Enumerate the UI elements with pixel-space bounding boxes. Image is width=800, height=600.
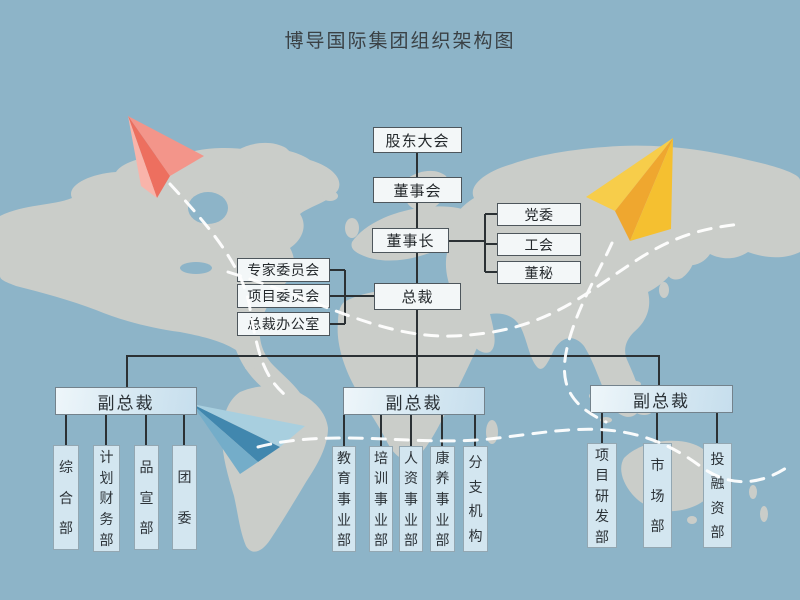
- yellow-paper-plane: [586, 138, 673, 241]
- red-paper-plane: [128, 116, 204, 198]
- node-hr-division: 人资事业部: [399, 446, 423, 552]
- island-new-zealand-south: [760, 506, 768, 522]
- island-new-zealand-north: [749, 485, 757, 499]
- island-tasmania: [687, 516, 697, 524]
- node-party-committee: 党委: [497, 203, 581, 226]
- node-board-secretary: 董秘: [497, 261, 581, 284]
- node-health-care-division: 康养事业部: [430, 446, 455, 552]
- node-general-affairs-dept: 综合部: [53, 445, 79, 550]
- node-brand-publicity-dept: 品宣部: [134, 445, 159, 550]
- node-president-office: 总裁办公室: [237, 312, 330, 336]
- node-project-committee: 项目委员会: [237, 284, 330, 308]
- node-investment-financing-dept: 投融资部: [703, 443, 732, 548]
- node-board-of-directors: 董事会: [373, 177, 462, 203]
- node-chairman: 董事长: [372, 228, 449, 253]
- node-president: 总裁: [374, 283, 461, 310]
- node-training-division: 培训事业部: [369, 446, 393, 552]
- node-expert-committee: 专家委员会: [237, 258, 330, 282]
- node-education-division: 教育事业部: [332, 446, 356, 552]
- node-marketing-dept: 市场部: [643, 443, 672, 548]
- node-vp-right: 副总裁: [590, 385, 733, 413]
- node-planning-finance-dept: 计划财务部: [93, 445, 120, 552]
- node-branch-offices: 分支机构: [463, 446, 488, 552]
- island-iceland: [322, 191, 338, 201]
- node-vp-left: 副总裁: [55, 387, 197, 415]
- page-title: 博导国际集团组织架构图: [284, 31, 516, 52]
- node-labor-union: 工会: [497, 233, 581, 256]
- node-youth-league-committee: 团委: [172, 445, 197, 550]
- node-vp-middle: 副总裁: [343, 387, 485, 415]
- node-project-rd-dept: 项目研发部: [587, 443, 617, 548]
- node-shareholders-meeting: 股东大会: [373, 127, 462, 153]
